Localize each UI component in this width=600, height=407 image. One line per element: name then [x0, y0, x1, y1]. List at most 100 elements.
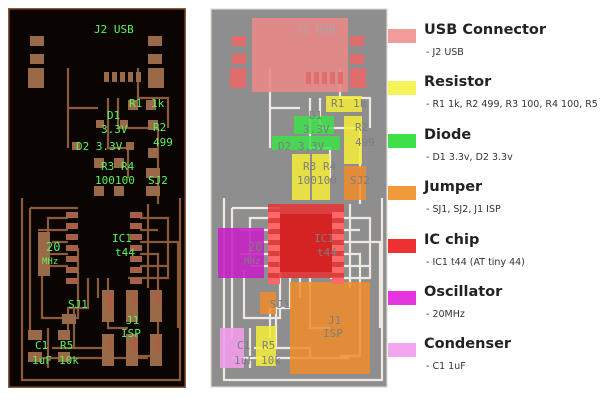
r3-value-label: 100	[297, 174, 317, 187]
d2-label: D2 3.3V	[278, 140, 325, 153]
legend-detail: - IC1 t44 (AT tiny 44)	[426, 256, 525, 268]
oscillator-highlight	[218, 228, 264, 278]
legend-title: Diode	[424, 126, 472, 143]
pcb-board-highlighted: J2 USB D1 3.3V D2 3.3V R1 1k R2 499 R3 1…	[210, 8, 388, 388]
ic1-value-label: t44	[317, 246, 337, 259]
ic1-label: IC1	[314, 232, 334, 245]
ic-pin-label: PB3	[67, 246, 78, 252]
r2-value-label: 499	[355, 136, 375, 149]
ic-pin-label: PA0	[131, 224, 142, 230]
legend-swatch	[388, 186, 416, 201]
jumper-sj1-highlight	[260, 292, 276, 314]
sj1-label: SJ1	[68, 298, 88, 311]
r2-label: R2	[153, 121, 166, 134]
ic-pin-pad	[332, 223, 344, 229]
legend-detail: - C1 1uF	[426, 361, 466, 373]
ic-pin-label: PA5	[131, 279, 142, 285]
ic-pin-pad	[332, 212, 344, 218]
ic-pin-pad	[66, 256, 78, 262]
ic-pin-pad	[268, 245, 280, 251]
ic-pin-pad	[130, 256, 142, 262]
legend-swatch	[388, 81, 416, 96]
ic-pin-label: PA6	[67, 279, 78, 285]
r1-label: R1	[129, 97, 142, 110]
ic-pin-pad	[66, 212, 78, 218]
r2-value-label: 499	[153, 136, 173, 149]
legend-item-jumper: Jumper - SJ1, SJ2, J1 ISP	[388, 179, 594, 231]
ic-pin-pad	[66, 234, 78, 240]
legend-item-condenser: Condenser - C1 1uF	[388, 336, 594, 388]
legend-item-resistor: Resistor - R1 1k, R2 499, R3 100, R4 100…	[388, 74, 600, 126]
ic-pin-pad	[268, 234, 280, 240]
legend-title: Condenser	[424, 336, 512, 353]
ic-pin-pad	[268, 256, 280, 262]
r4-value-label: 100	[115, 174, 135, 187]
ic-pin-label: PA3	[131, 257, 142, 263]
isp-pin-label: VCC	[106, 338, 113, 350]
osc-label: 20	[46, 240, 60, 254]
j1-label: J1	[328, 314, 341, 327]
d1-value-label: 3.3V	[101, 123, 128, 136]
r5-label: R5	[262, 339, 275, 352]
c1-value-label: 1uF	[234, 354, 254, 367]
ic-pin-pad	[268, 278, 280, 284]
r4-label: R4	[323, 160, 337, 173]
pcb-board-raw: J2 USB D1 3.3V D2 3.3V R1 1k R2 499 R3 1…	[8, 8, 186, 388]
ic-pin-pad	[66, 267, 78, 273]
d1-value-label: 3.3V	[303, 123, 330, 136]
ic-pin-pad	[66, 245, 78, 251]
ic-pin-label: PA4	[131, 268, 142, 274]
legend-detail: - SJ1, SJ2, J1 ISP	[426, 204, 501, 216]
component-legend: USB Connector - J2 USB Resistor - R1 1k,…	[388, 22, 600, 389]
ic-pin-pad	[130, 223, 142, 229]
r5-value-label: 10k	[59, 354, 79, 367]
ic-pin-pad	[332, 256, 344, 262]
r5-label: R5	[60, 339, 73, 352]
ic-pin-pad	[130, 234, 142, 240]
legend-detail: - R1 1k, R2 499, R3 100, R4 100, R5 10k	[426, 99, 600, 111]
osc-value-label: MHz	[244, 257, 260, 267]
ic-pin-label: VCC	[67, 213, 79, 219]
legend-item-oscillator: Oscillator - 20MHz	[388, 284, 594, 336]
ic-pin-label: PB0	[67, 224, 78, 230]
ic-pin-pad	[130, 245, 142, 251]
ic-pin-label: PA1	[131, 235, 141, 241]
r3-value-label: 100	[95, 174, 115, 187]
osc-label: 20	[248, 240, 262, 254]
r1-value-label: 1k	[151, 97, 165, 110]
ic-pin-label: GND	[131, 213, 144, 219]
isp-pin-label: GND	[154, 338, 161, 352]
ic-pin-pad	[66, 223, 78, 229]
legend-title: Resistor	[424, 74, 492, 91]
r2-label: R2	[355, 121, 368, 134]
isp-pin-label: SCK	[130, 294, 137, 307]
ic-pin-pad	[332, 278, 344, 284]
r4-label: R4	[121, 160, 135, 173]
r1-label: R1	[331, 97, 344, 110]
legend-detail: - D1 3.3v, D2 3.3v	[426, 151, 513, 163]
isp-pin-label: MISO	[106, 294, 113, 310]
r5-value-label: 10k	[261, 354, 281, 367]
j2-usb-label: J2 USB	[296, 23, 336, 36]
diode-d1-highlight	[294, 116, 334, 134]
ic-pin-pad	[130, 267, 142, 273]
legend-detail: - 20MHz	[426, 308, 465, 320]
legend-swatch	[388, 29, 416, 43]
resistor-r5-highlight	[256, 326, 276, 366]
isp-pin-label: RST	[154, 294, 161, 306]
ic-pin-label: PA7	[67, 268, 78, 274]
ic-pin-pad	[130, 212, 142, 218]
d2-label: D2 3.3V	[76, 140, 123, 153]
r4-value-label: 100	[317, 174, 337, 187]
legend-title: IC chip	[424, 231, 480, 248]
r1-value-label: 1k	[353, 97, 367, 110]
isp-pin-label: MOSI	[130, 338, 137, 354]
legend-swatch	[388, 343, 416, 358]
resistor-r1-highlight	[326, 96, 362, 112]
ic-pin-pad	[332, 234, 344, 240]
legend-title: Jumper	[424, 179, 483, 196]
ic-pin-pad	[66, 278, 78, 284]
ic1-label: IC1	[112, 232, 132, 245]
j2-usb-label: J2 USB	[94, 23, 134, 36]
d1-label: D1	[309, 109, 322, 122]
